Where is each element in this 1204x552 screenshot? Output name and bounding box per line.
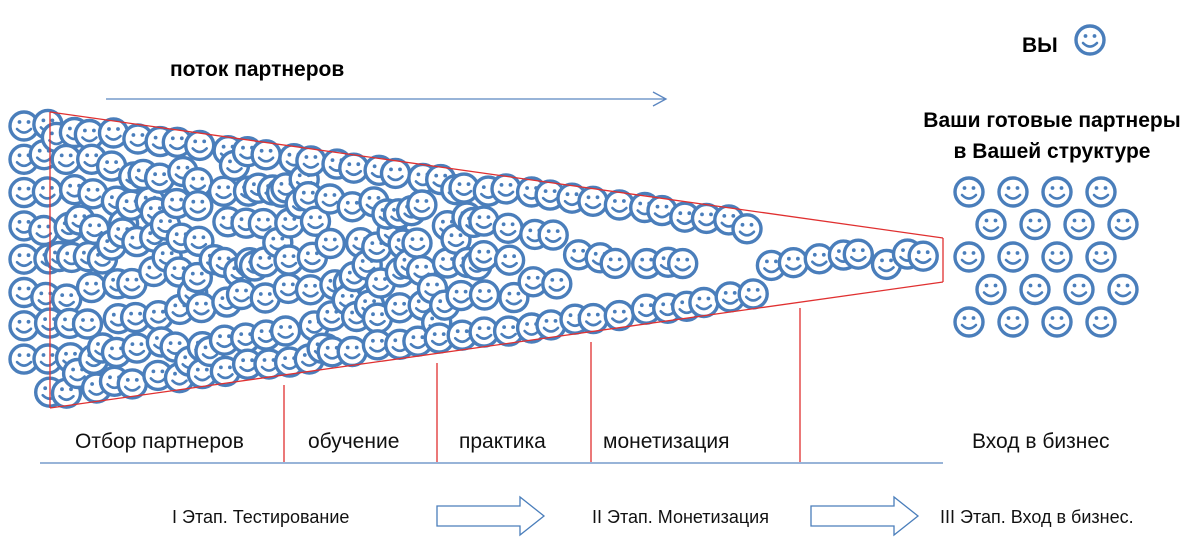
phase-label-business-entry: Вход в бизнес — [972, 430, 1110, 453]
smiley-icon — [8, 310, 40, 342]
smiley-icon — [1041, 176, 1073, 208]
smiley-icon — [688, 286, 720, 319]
smiley-icon — [50, 143, 82, 176]
smiley-icon — [997, 176, 1029, 208]
flow-label: поток партнеров — [170, 58, 344, 81]
structure-smileys — [953, 176, 1139, 338]
smiley-icon — [75, 271, 108, 304]
smiley-icon — [603, 189, 636, 221]
smiley-icon — [1107, 273, 1139, 306]
smiley-icon — [577, 302, 609, 335]
smiley-icon — [1019, 208, 1051, 241]
smiley-icon — [269, 315, 302, 347]
partners-title-line1: Ваши готовые партнеры — [923, 109, 1180, 132]
smiley-icon — [314, 227, 346, 260]
smiley-icon — [28, 214, 60, 247]
smiley-icon — [493, 244, 526, 276]
smiley-icon — [1041, 241, 1073, 273]
smiley-icon — [185, 291, 218, 324]
smiley-icon — [406, 189, 438, 221]
stage-label-1: I Этап. Тестирование — [172, 507, 349, 527]
smiley-icon — [401, 227, 433, 259]
smiley-icon — [997, 306, 1029, 338]
smiley-icon — [336, 335, 368, 368]
smiley-icon — [953, 176, 985, 208]
smiley-icon — [975, 208, 1007, 241]
phase-label-training: обучение — [308, 430, 399, 453]
smiley-icon — [1085, 241, 1117, 273]
stage-label-3: III Этап. Вход в бизнес. — [940, 507, 1134, 527]
smiley-icon — [1085, 306, 1117, 338]
smiley-icon — [599, 247, 631, 280]
smiley-icon — [603, 299, 635, 332]
partners-title-line2: в Вашей структуре — [954, 140, 1151, 163]
smiley-icon — [1063, 208, 1095, 241]
you-label: ВЫ — [1022, 34, 1058, 57]
smiley-icon — [1019, 273, 1051, 306]
smiley-icon — [777, 247, 810, 279]
arrow-right-icon — [106, 91, 668, 107]
smiley-icon — [295, 145, 327, 177]
smiley-icon — [1085, 176, 1117, 208]
smiley-icon — [975, 273, 1007, 306]
block-arrow-icon — [436, 495, 546, 537]
smiley-icon — [953, 241, 985, 273]
you-smiley-icon — [1074, 24, 1106, 56]
smiley-icon — [31, 176, 64, 208]
phase-label-monetization: монетизация — [603, 430, 729, 453]
smiley-icon — [492, 212, 524, 245]
smiley-icon — [537, 219, 569, 251]
smiley-icon — [731, 213, 763, 245]
stage-label-2: II Этап. Монетизация — [592, 507, 769, 527]
phase-label-selection: Отбор партнеров — [75, 430, 244, 453]
smiley-icon — [468, 279, 501, 311]
phase-label-practice: практика — [459, 430, 546, 453]
smiley-icon — [379, 157, 412, 190]
smiley-icon — [250, 139, 282, 171]
smiley-icon — [1041, 306, 1073, 338]
smiley-icon — [183, 129, 216, 162]
smiley-icon — [1107, 208, 1139, 241]
smiley-icon — [468, 239, 500, 272]
block-arrow-icon — [810, 495, 920, 537]
smiley-icon — [997, 241, 1029, 273]
smiley-icon — [737, 278, 769, 310]
smiley-icon — [541, 268, 573, 300]
smiley-icon — [490, 173, 522, 205]
smiley-icon — [1063, 273, 1095, 306]
smiley-icon — [953, 306, 985, 338]
funnel-smileys — [8, 108, 939, 409]
smiley-icon — [842, 238, 874, 270]
smiley-icon — [116, 368, 149, 400]
smiley-icon — [907, 240, 939, 272]
phase-dividers — [283, 308, 801, 462]
smiley-icon — [577, 185, 609, 218]
smiley-icon — [667, 247, 699, 280]
funnel-outline — [49, 111, 944, 409]
smiley-icon — [182, 189, 214, 222]
